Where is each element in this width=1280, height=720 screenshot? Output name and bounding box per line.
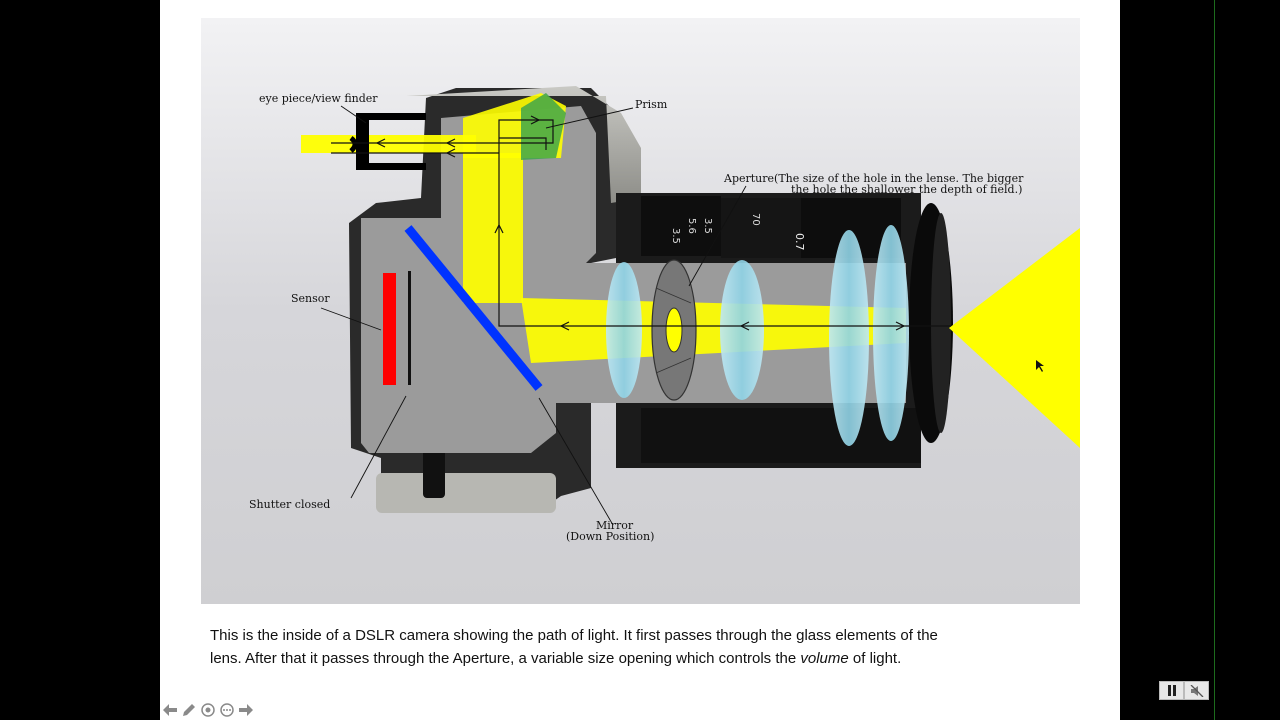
shutter	[408, 271, 411, 385]
aperture	[651, 259, 697, 401]
label-aperture-2: the hole the shallower the depth of fiel…	[791, 183, 1022, 196]
label-sensor: Sensor	[291, 292, 330, 305]
caption-emphasis: volume	[800, 650, 849, 667]
lens-marking: 3.5	[670, 228, 681, 244]
lens-marking: 70	[750, 213, 761, 226]
caption-line-2: lens. After that it passes through the A…	[210, 650, 902, 667]
label-eyepiece: eye piece/view finder	[259, 92, 378, 105]
light-rays	[331, 115, 951, 331]
mirror	[404, 225, 543, 391]
lens-marking: 0.7	[793, 233, 806, 251]
lens-marking: 3.5	[702, 218, 713, 234]
slide-navigation	[162, 702, 254, 718]
more-icon[interactable]	[219, 702, 235, 718]
pen-icon[interactable]	[181, 702, 197, 718]
leader-lines	[320, 105, 747, 526]
arrow-left-icon[interactable]	[162, 702, 178, 718]
label-mirror-position: (Down Position)	[566, 530, 654, 543]
window-edge	[1214, 0, 1215, 720]
pause-icon[interactable]	[1159, 681, 1184, 700]
dslr-diagram: 3.5 5.6 3.5 70 0.7	[201, 18, 1080, 604]
label-aperture-1: Aperture(The size of the hole in the len…	[723, 172, 1024, 185]
arrow-right-icon[interactable]	[238, 702, 254, 718]
lens-elements	[606, 225, 909, 446]
sensor	[383, 273, 396, 385]
caption-line-1: This is the inside of a DSLR camera show…	[210, 627, 938, 644]
slide-caption: This is the inside of a DSLR camera show…	[210, 624, 1090, 670]
media-controls	[1159, 681, 1209, 700]
eyepiece	[356, 113, 426, 170]
label-mirror: Mirror	[596, 519, 634, 532]
mute-icon[interactable]	[1184, 681, 1209, 700]
lens-marking: 5.6	[686, 218, 697, 234]
zoom-icon[interactable]	[200, 702, 216, 718]
mouse-cursor-icon	[1036, 360, 1044, 372]
label-prism: Prism	[635, 98, 668, 111]
label-shutter: Shutter closed	[249, 498, 330, 511]
